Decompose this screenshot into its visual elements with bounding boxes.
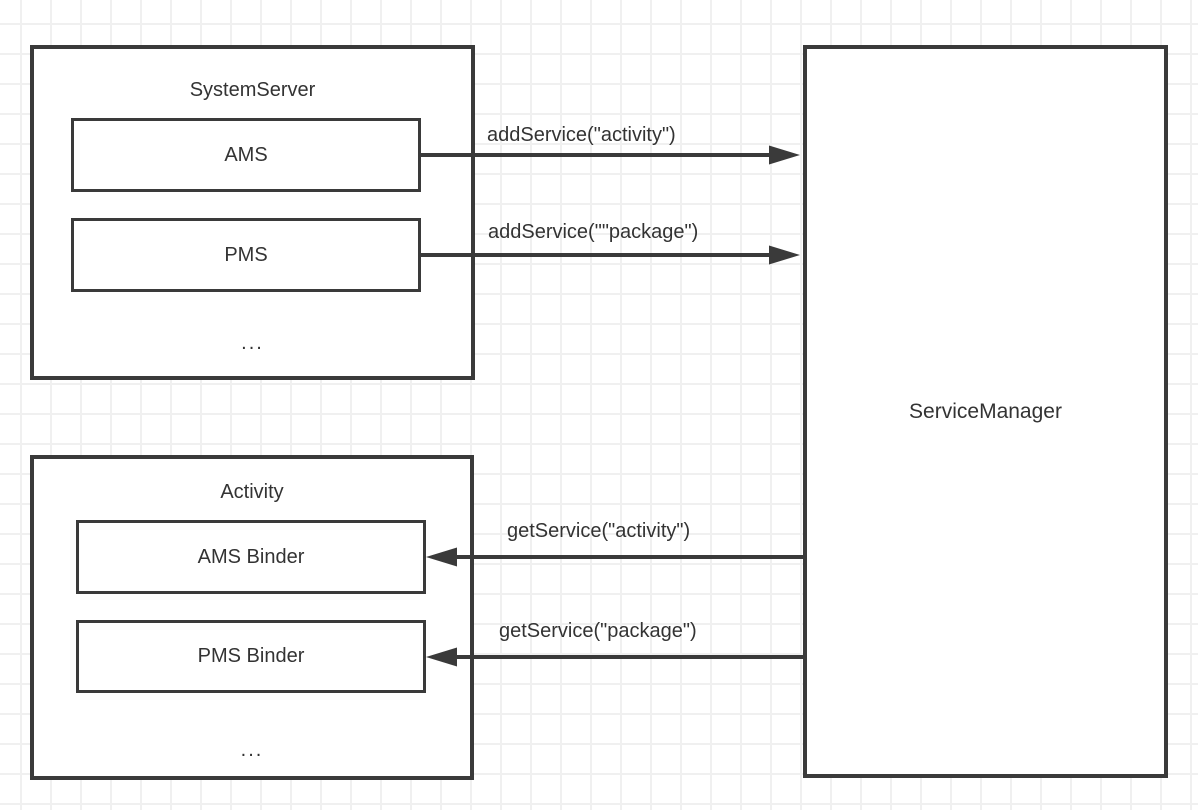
arrow-label-add-service-package: addService(""package") (488, 221, 699, 243)
pms-label: PMS (224, 243, 268, 266)
arrow-label-get-service-package: getService("package") (499, 620, 697, 642)
pms-box: PMS (71, 218, 421, 292)
activity-box: Activity AMS Binder PMS Binder ... (30, 455, 474, 780)
arrow-get-service-package (426, 647, 803, 667)
activity-title: Activity (220, 481, 284, 503)
system-server-ellipsis: ... (241, 332, 264, 354)
ams-box: AMS (71, 118, 421, 192)
activity-ellipsis: ... (240, 739, 264, 761)
system-server-title: SystemServer (189, 79, 316, 101)
service-manager-box: ServiceManager (803, 45, 1168, 778)
ams-binder-label: AMS Binder (197, 545, 305, 568)
arrow-label-add-service-activity: addService("activity") (487, 124, 676, 146)
pms-binder-box: PMS Binder (76, 620, 426, 693)
arrow-add-service-package (421, 245, 800, 265)
system-server-box: SystemServer AMS PMS ... (30, 45, 475, 380)
ams-binder-box: AMS Binder (76, 520, 426, 594)
ams-label: AMS (224, 143, 268, 166)
service-manager-title: ServiceManager (909, 399, 1062, 423)
arrow-label-get-service-activity: getService("activity") (507, 520, 691, 542)
pms-binder-label: PMS Binder (197, 645, 305, 667)
arrow-get-service-activity (426, 547, 803, 567)
arrow-add-service-activity (421, 145, 800, 165)
